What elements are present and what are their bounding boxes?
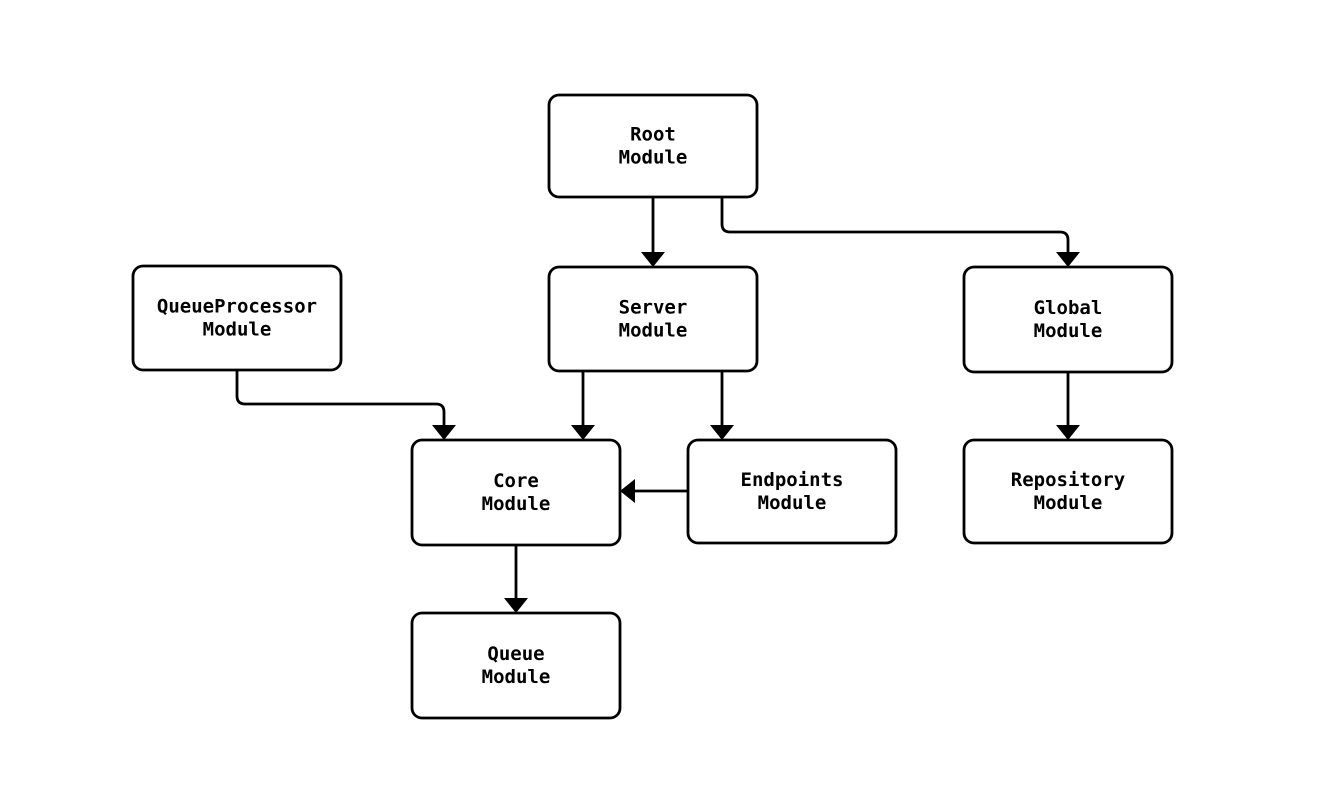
arrowhead-root-module-to-server-module [641,252,665,267]
node-box [410,611,622,720]
node-box [962,265,1174,374]
node-label-line: Module [482,493,551,515]
arrowhead-server-module-to-core-module [571,425,595,440]
node-box [547,265,759,373]
arrowhead-endpoints-module-to-core-module [620,479,635,503]
node-box [131,264,343,372]
node-label-line: Module [203,319,272,341]
arrowhead-queueprocessor-module-to-core-module [432,425,456,440]
node-label-line: Endpoints [741,469,844,491]
node-label-line: QueueProcessor [157,296,317,318]
node-box [686,438,898,545]
node-box [962,438,1174,545]
node-label-line: Module [619,320,688,342]
arrowhead-root-module-to-global-module [1056,252,1080,267]
node-label-line: Root [630,124,676,146]
node-label-line: Module [1034,320,1103,342]
edge-root-module-to-global-module [720,197,1070,254]
arrowhead-server-module-to-endpoints-module [710,425,734,440]
node-label-line: Module [482,666,551,688]
node-label-line: Module [758,492,827,514]
node-label-line: Queue [487,643,544,665]
node-label-line: Module [1034,492,1103,514]
node-label-line: Repository [1011,469,1125,491]
arrowhead-core-module-to-queue-module [504,598,528,613]
node-label-line: Module [619,147,688,169]
node-label-line: Core [493,470,539,492]
node-label-line: Server [619,297,688,319]
edge-queueprocessor-module-to-core-module [235,370,446,427]
node-box [547,93,759,199]
node-label-line: Global [1034,297,1103,319]
arrowhead-global-module-to-repository-module [1056,425,1080,440]
node-box [410,438,622,547]
